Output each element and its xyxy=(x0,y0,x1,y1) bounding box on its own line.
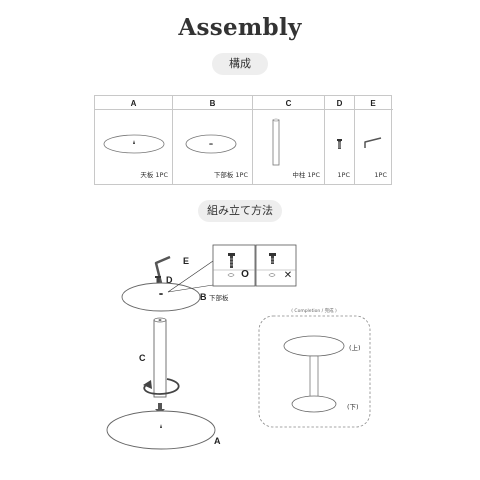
screw-icon xyxy=(337,139,342,149)
center-pole-icon xyxy=(272,118,280,166)
part-cell-c: C 中柱 1PC xyxy=(253,96,325,184)
completed-base xyxy=(291,395,337,413)
completed-pole xyxy=(309,355,319,403)
composition-section-label: 構成 xyxy=(212,53,268,75)
part-qty-b: 下部板 1PC xyxy=(213,171,248,179)
correct-detail-box: O xyxy=(212,244,256,287)
method-section-label: 組み立て方法 xyxy=(198,200,282,222)
part-qty-c: 中柱 1PC xyxy=(292,171,320,179)
wrong-detail-box: ✕ xyxy=(255,244,297,287)
label-b-name: 下部板 xyxy=(209,293,229,302)
correct-mark: O xyxy=(241,269,249,280)
table-header-divider xyxy=(95,109,393,110)
completion-box: ( Completion / 完成 ) (上) (下) xyxy=(258,307,371,428)
label-e: E xyxy=(183,256,189,266)
bottom-label: (下) xyxy=(347,403,359,411)
completed-top-plate xyxy=(283,335,345,357)
hex-key-icon xyxy=(364,137,382,148)
parts-table: A 天板 1PC B 下部板 1PC C 中柱 1PC D 1PC xyxy=(94,95,393,185)
part-cell-d: D 1PC xyxy=(325,96,355,184)
wrong-mark: ✕ xyxy=(284,270,292,281)
part-letter: A xyxy=(130,99,137,108)
part-letter: C xyxy=(285,99,292,108)
top-label: (上) xyxy=(349,343,361,352)
part-qty-a: 天板 1PC xyxy=(140,171,168,179)
part-letter: D xyxy=(336,99,343,108)
top-plate-illustration xyxy=(106,410,216,450)
page-title: Assembly xyxy=(178,14,302,41)
rotation-arrow-icon xyxy=(143,378,180,395)
lower-plate-illustration xyxy=(121,282,201,312)
label-d: D xyxy=(166,275,173,285)
part-cell-e: E 1PC xyxy=(355,96,391,184)
part-qty-e: 1PC xyxy=(374,171,387,179)
lower-plate-icon xyxy=(185,134,237,154)
label-b: B xyxy=(200,292,207,302)
part-letter: E xyxy=(370,99,376,108)
top-plate-icon xyxy=(103,134,165,154)
callout-line xyxy=(167,284,214,293)
callout-line xyxy=(167,260,214,293)
screw-illustration xyxy=(155,276,161,287)
part-cell-a: A 天板 1PC xyxy=(95,96,173,184)
part-cell-b: B 下部板 1PC xyxy=(173,96,253,184)
part-letter: B xyxy=(209,99,216,108)
label-c: C xyxy=(139,353,146,363)
label-a: A xyxy=(214,436,221,446)
center-pole-illustration xyxy=(153,317,167,398)
part-qty-d: 1PC xyxy=(337,171,350,179)
completion-caption: ( Completion / 完成 ) xyxy=(291,307,337,314)
